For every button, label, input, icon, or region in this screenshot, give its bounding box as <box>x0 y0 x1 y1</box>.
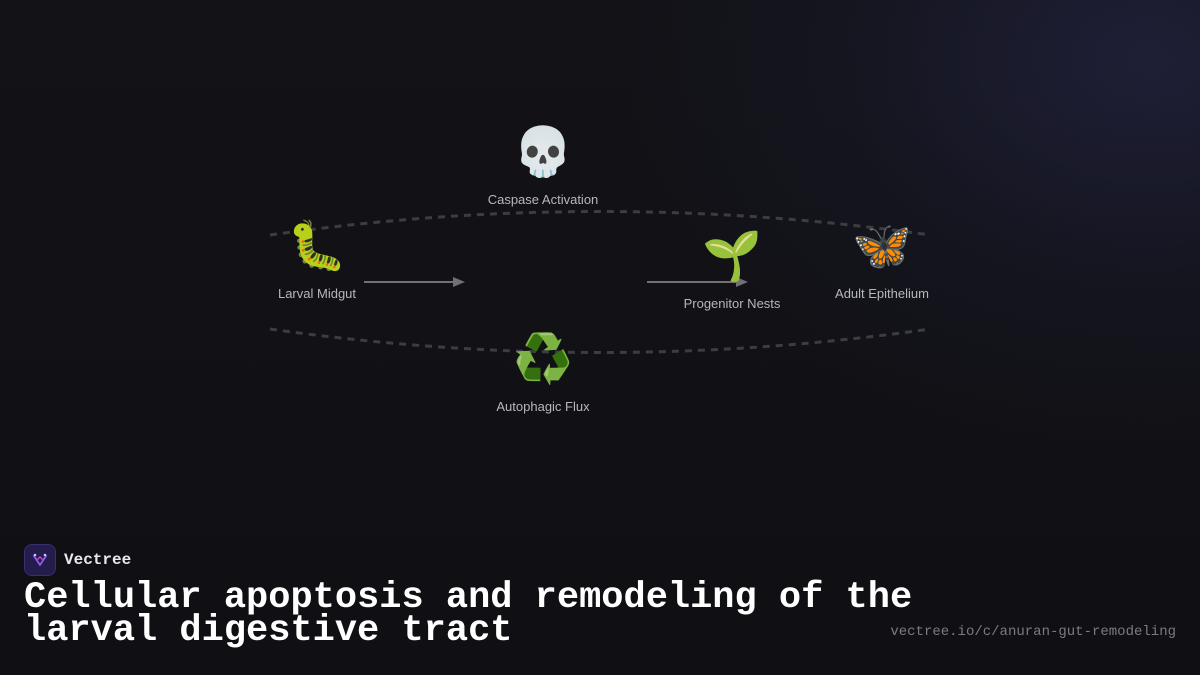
butterfly-icon: 🦋 <box>852 218 912 274</box>
arrow-larval-to-center <box>364 277 465 287</box>
seedling-icon: 🌱 <box>702 228 762 284</box>
skull-icon: 💀 <box>513 124 573 180</box>
page-title: Cellular apoptosis and remodeling of the… <box>24 577 913 652</box>
node-label: Caspase Activation <box>487 192 599 207</box>
node-label: Larval Midgut <box>277 286 357 301</box>
upper-dashed-arc <box>269 210 931 237</box>
node-autophagic-flux: ♻️ Autophagic Flux <box>496 331 589 414</box>
lower-dashed-arc <box>269 327 931 354</box>
node-progenitor-nests: 🌱 Progenitor Nests <box>684 228 781 311</box>
arrow-center-to-progenitor <box>647 277 748 287</box>
node-adult-epithelium: 🦋 Adult Epithelium <box>835 218 929 301</box>
vectree-logo-icon <box>24 544 56 576</box>
brand: Vectree <box>24 544 131 576</box>
brand-name: Vectree <box>64 551 132 569</box>
node-larval-midgut: 🐛 Larval Midgut <box>278 218 356 301</box>
caterpillar-icon: 🐛 <box>287 218 347 274</box>
recycle-icon: ♻️ <box>513 331 573 387</box>
node-label: Adult Epithelium <box>835 286 929 301</box>
source-url[interactable]: vectree.io/c/anuran-gut-remodeling <box>890 624 1176 640</box>
node-label: Autophagic Flux <box>496 399 590 414</box>
node-label: Progenitor Nests <box>683 296 781 311</box>
node-caspase-activation: 💀 Caspase Activation <box>488 124 599 207</box>
